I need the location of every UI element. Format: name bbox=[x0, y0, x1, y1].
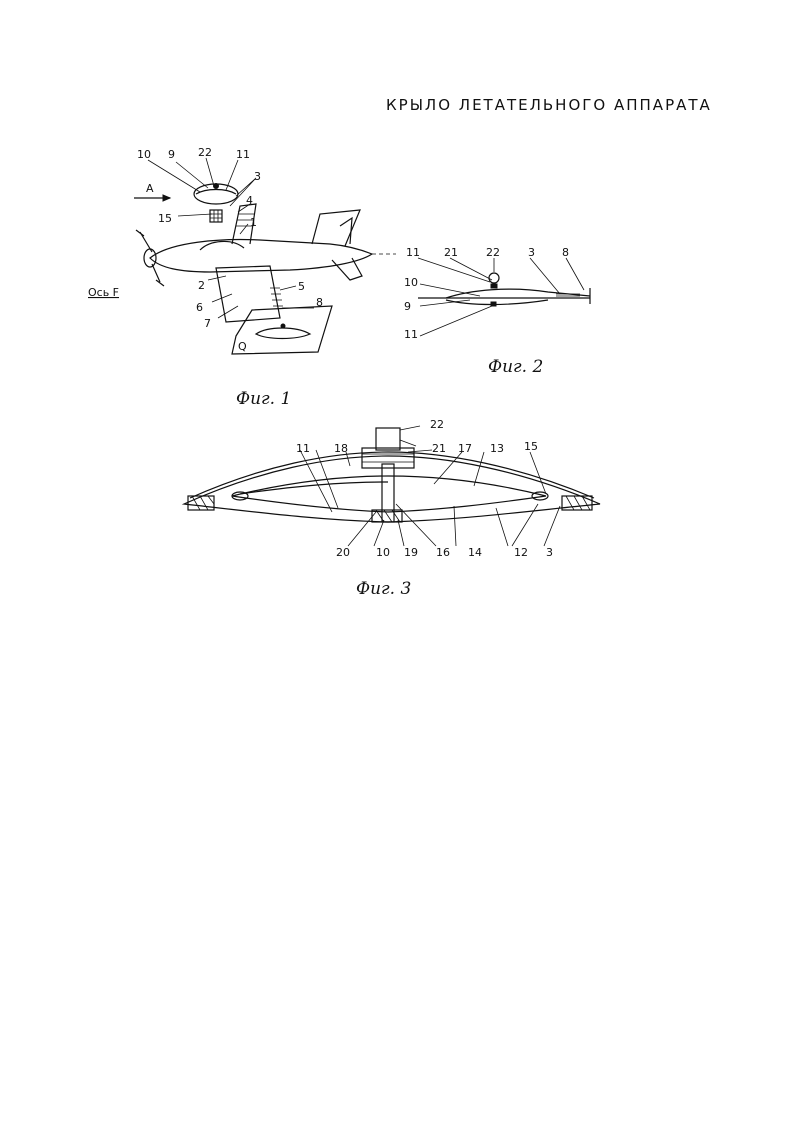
fig1-label-22: 22 bbox=[198, 146, 212, 159]
fig1-label-3: 3 bbox=[254, 170, 261, 183]
fig2-label-21: 21 bbox=[444, 246, 458, 259]
fig3-caption: Фиг. 3 bbox=[356, 579, 411, 599]
fig3-label-15: 15 bbox=[524, 440, 538, 453]
figure-3-section: 22 11 18 21 17 13 15 20 10 19 16 14 12 3… bbox=[181, 418, 601, 599]
fig1-caption: Фиг. 1 bbox=[236, 389, 291, 409]
fig2-caption: Фиг. 2 bbox=[488, 357, 543, 377]
fig3-label-13: 13 bbox=[490, 442, 504, 455]
fig3-label-17: 17 bbox=[458, 442, 472, 455]
fig3-label-10: 10 bbox=[376, 546, 390, 559]
fig3-label-18: 18 bbox=[334, 442, 348, 455]
fig1-label-1: 1 bbox=[250, 216, 257, 229]
fig2-label-22: 22 bbox=[486, 246, 500, 259]
fig1-label-6: 6 bbox=[196, 301, 203, 314]
fig1-label-8: 8 bbox=[316, 296, 323, 309]
fig1-label-11: 11 bbox=[236, 148, 250, 161]
fig3-label-16: 16 bbox=[436, 546, 450, 559]
fig2-label-10: 10 bbox=[404, 276, 418, 289]
document-title: КРЫЛО ЛЕТАТЕЛЬНОГО АППАРАТА bbox=[386, 96, 712, 114]
fig1-label-15: 15 bbox=[158, 212, 172, 225]
fig1-panel-label: Q bbox=[238, 340, 247, 353]
fig3-label-14: 14 bbox=[468, 546, 482, 559]
fig2-label-11-bottom: 11 bbox=[404, 328, 418, 341]
fig1-label-7: 7 bbox=[204, 317, 211, 330]
fig2-label-11-top: 11 bbox=[406, 246, 420, 259]
fig1-label-5: 5 bbox=[298, 280, 305, 293]
fig2-label-9: 9 bbox=[404, 300, 411, 313]
fig3-label-11: 11 bbox=[296, 442, 310, 455]
fig1-label-10: 10 bbox=[137, 148, 151, 161]
fig1-arrow-label: A bbox=[146, 182, 154, 195]
figure-2-side-view: 11 21 22 3 8 10 9 11 Фиг. 2 bbox=[404, 246, 591, 377]
fig1-axis-label: Ось F bbox=[88, 286, 119, 299]
fig1-label-4: 4 bbox=[246, 194, 253, 207]
fig2-label-8: 8 bbox=[562, 246, 569, 259]
fig1-label-9: 9 bbox=[168, 148, 175, 161]
fig3-label-20: 20 bbox=[336, 546, 350, 559]
fig3-label-22: 22 bbox=[430, 418, 444, 431]
fig1-label-2: 2 bbox=[198, 279, 205, 292]
fig3-label-3: 3 bbox=[546, 546, 553, 559]
fig3-label-19: 19 bbox=[404, 546, 418, 559]
fig3-label-21: 21 bbox=[432, 442, 446, 455]
fig3-label-12: 12 bbox=[514, 546, 528, 559]
figure-1-aircraft: 10 9 22 11 3 4 15 1 2 5 6 8 7 A Ось F Q … bbox=[88, 146, 396, 409]
fig2-label-3: 3 bbox=[528, 246, 535, 259]
